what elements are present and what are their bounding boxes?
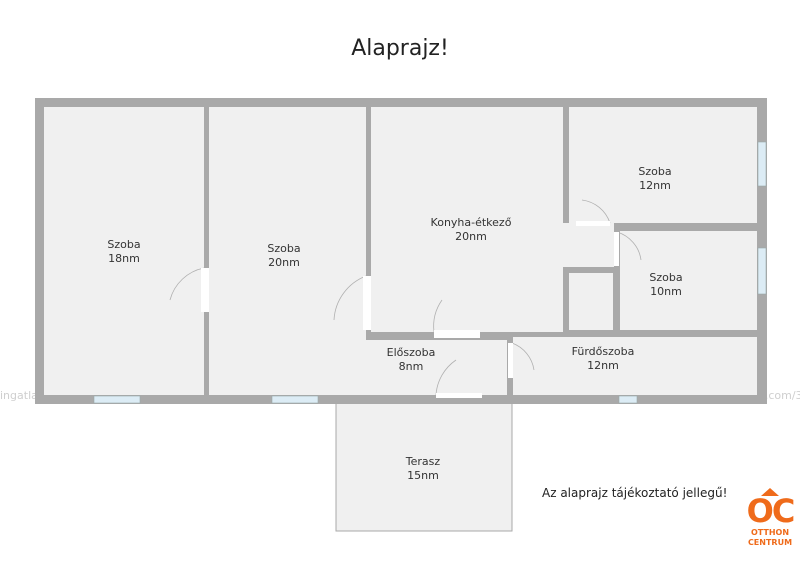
room-area-4: 12nm <box>639 179 671 192</box>
door-openings <box>201 221 619 398</box>
room-name-1: Szoba <box>107 238 140 251</box>
room-floor-4 <box>569 107 757 223</box>
window-1 <box>93 395 141 404</box>
room-area-6: 8nm <box>399 360 424 373</box>
room-area-8: 15nm <box>407 469 439 482</box>
room-floor-2 <box>209 107 366 395</box>
room-name-4: Szoba <box>638 165 671 178</box>
logo-line-2: CENTRUM <box>747 538 793 547</box>
hall-floor <box>563 223 614 267</box>
room-name-6: Előszoba <box>387 346 436 359</box>
window-2 <box>271 395 319 404</box>
room-floor-entry <box>342 340 507 395</box>
room-floor-1 <box>44 107 204 395</box>
room-floor-bath <box>513 337 757 395</box>
disclaimer-text: Az alaprajz tájékoztató jellegű! <box>542 486 728 500</box>
otthon-centrum-logo: OC OTTHON CENTRUM <box>744 486 796 566</box>
room-name-5: Szoba <box>649 271 682 284</box>
room-area-3: 20nm <box>455 230 487 243</box>
room-floor-kitchen <box>371 107 563 332</box>
closet-floor <box>569 273 613 330</box>
room-name-7: Fürdőszoba <box>572 345 635 358</box>
room-area-5: 10nm <box>650 285 682 298</box>
window-5 <box>757 247 767 295</box>
roof-icon <box>761 488 779 496</box>
logo-line-1: OTTHON <box>750 528 790 537</box>
room-floor-5 <box>620 231 757 330</box>
terrace-area <box>335 402 513 532</box>
logo-mark: OC <box>746 492 796 530</box>
room-name-8: Terasz <box>405 455 441 468</box>
room-area-7: 12nm <box>587 359 619 372</box>
room-name-2: Szoba <box>267 242 300 255</box>
room-name-3: Konyha-étkező <box>431 216 512 229</box>
window-4 <box>757 141 767 187</box>
room-area-1: 18nm <box>108 252 140 265</box>
page-title: Alaprajz! <box>351 36 449 61</box>
window-3 <box>618 395 638 404</box>
room-area-2: 20nm <box>268 256 300 269</box>
